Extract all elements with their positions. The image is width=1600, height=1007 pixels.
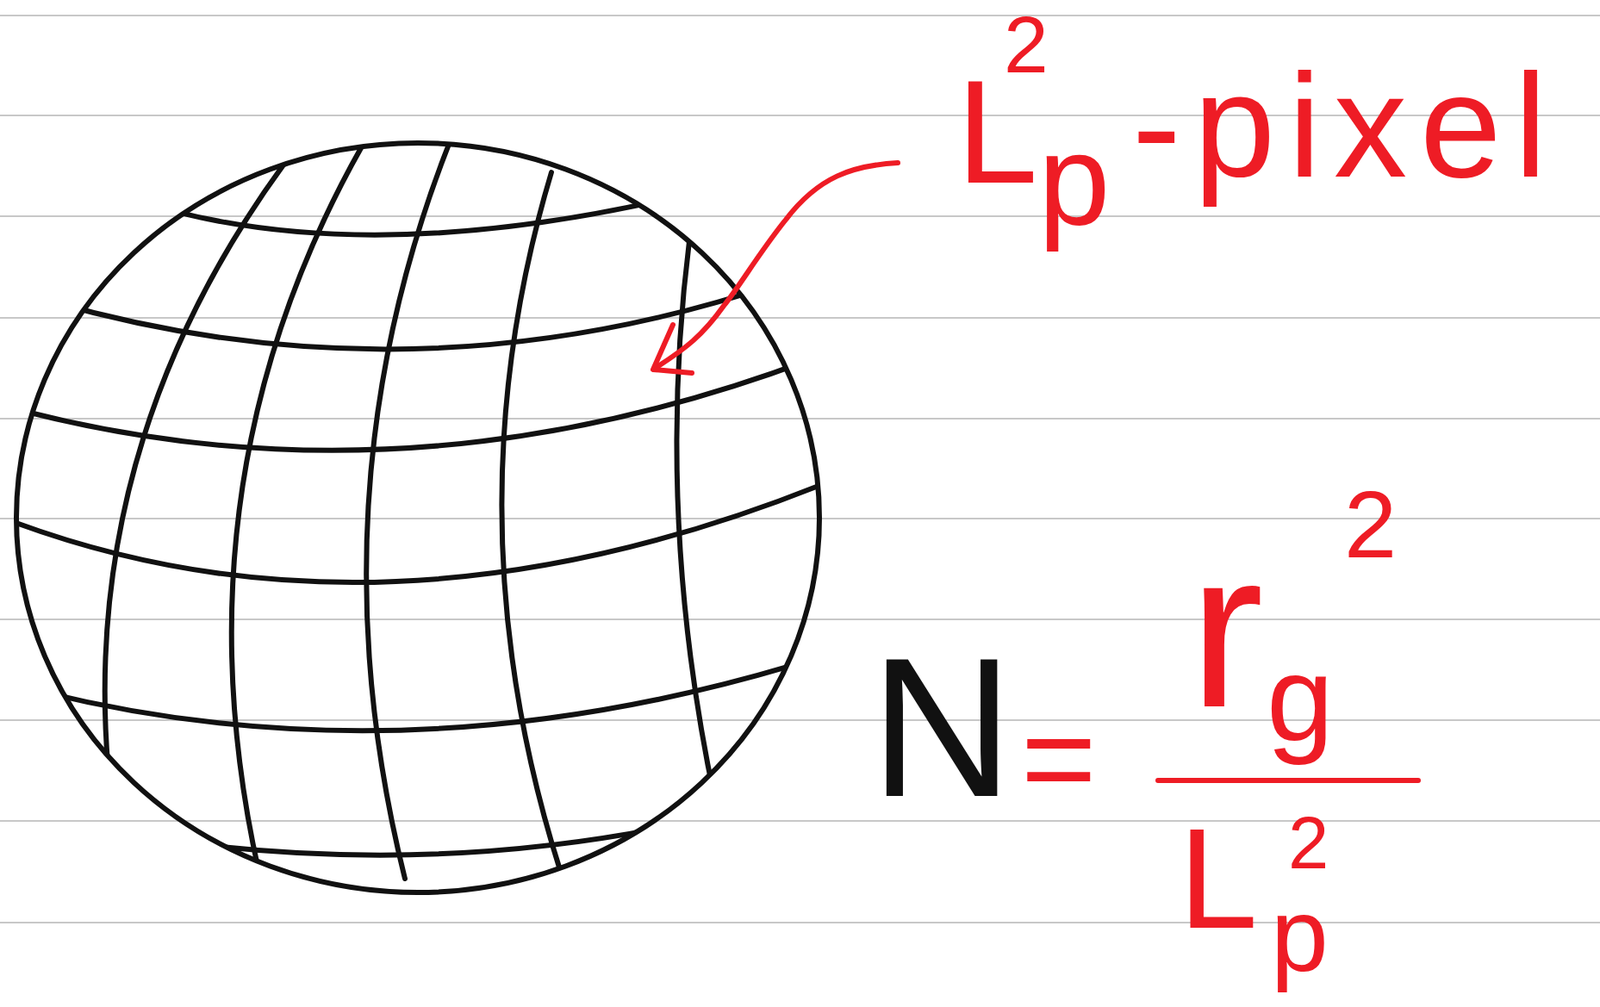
- formula-equals: =: [1021, 693, 1097, 823]
- formula-symbol: N: [870, 628, 1014, 828]
- formula-superscript: 2: [1344, 477, 1397, 573]
- formula-symbol: r: [1189, 516, 1264, 741]
- formula-superscript: 2: [1288, 806, 1329, 880]
- label-superscript: 2: [1003, 5, 1049, 86]
- label-word: -pixel: [1132, 52, 1560, 200]
- formula-symbol: L: [1178, 808, 1258, 951]
- formula-subscript: g: [1266, 638, 1334, 760]
- formula-subscript: p: [1270, 883, 1329, 987]
- label-subscript: p: [1038, 115, 1110, 245]
